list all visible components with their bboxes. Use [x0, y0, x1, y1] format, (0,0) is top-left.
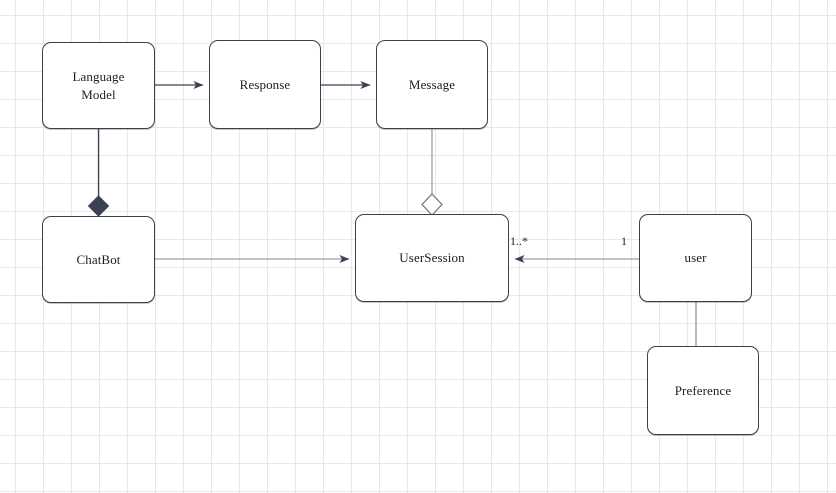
node-chatbot[interactable]: ChatBot [42, 216, 155, 303]
node-label: user [684, 250, 707, 266]
node-label: Response [239, 76, 291, 92]
edge-label-multiplicity-one: 1 [621, 234, 627, 248]
node-language-model[interactable]: Language Model [42, 42, 155, 129]
node-label: ChatBot [76, 251, 121, 267]
edge-languagemodel-to-chatbot [87, 129, 110, 217]
edge-label-multiplicity-many: 1..* [510, 234, 528, 248]
node-label: UserSession [399, 250, 465, 266]
node-label: Message [408, 76, 456, 92]
hollow-diamond-icon [421, 193, 443, 216]
node-label: Language Model [72, 68, 125, 102]
filled-diamond-icon [87, 195, 110, 217]
edge-message-to-usersession [421, 129, 443, 216]
node-message[interactable]: Message [376, 40, 488, 129]
node-usersession[interactable]: UserSession [355, 214, 509, 302]
node-response[interactable]: Response [209, 40, 321, 129]
node-label: Preference [674, 382, 732, 398]
node-user[interactable]: user [639, 214, 752, 302]
node-preference[interactable]: Preference [647, 346, 759, 435]
